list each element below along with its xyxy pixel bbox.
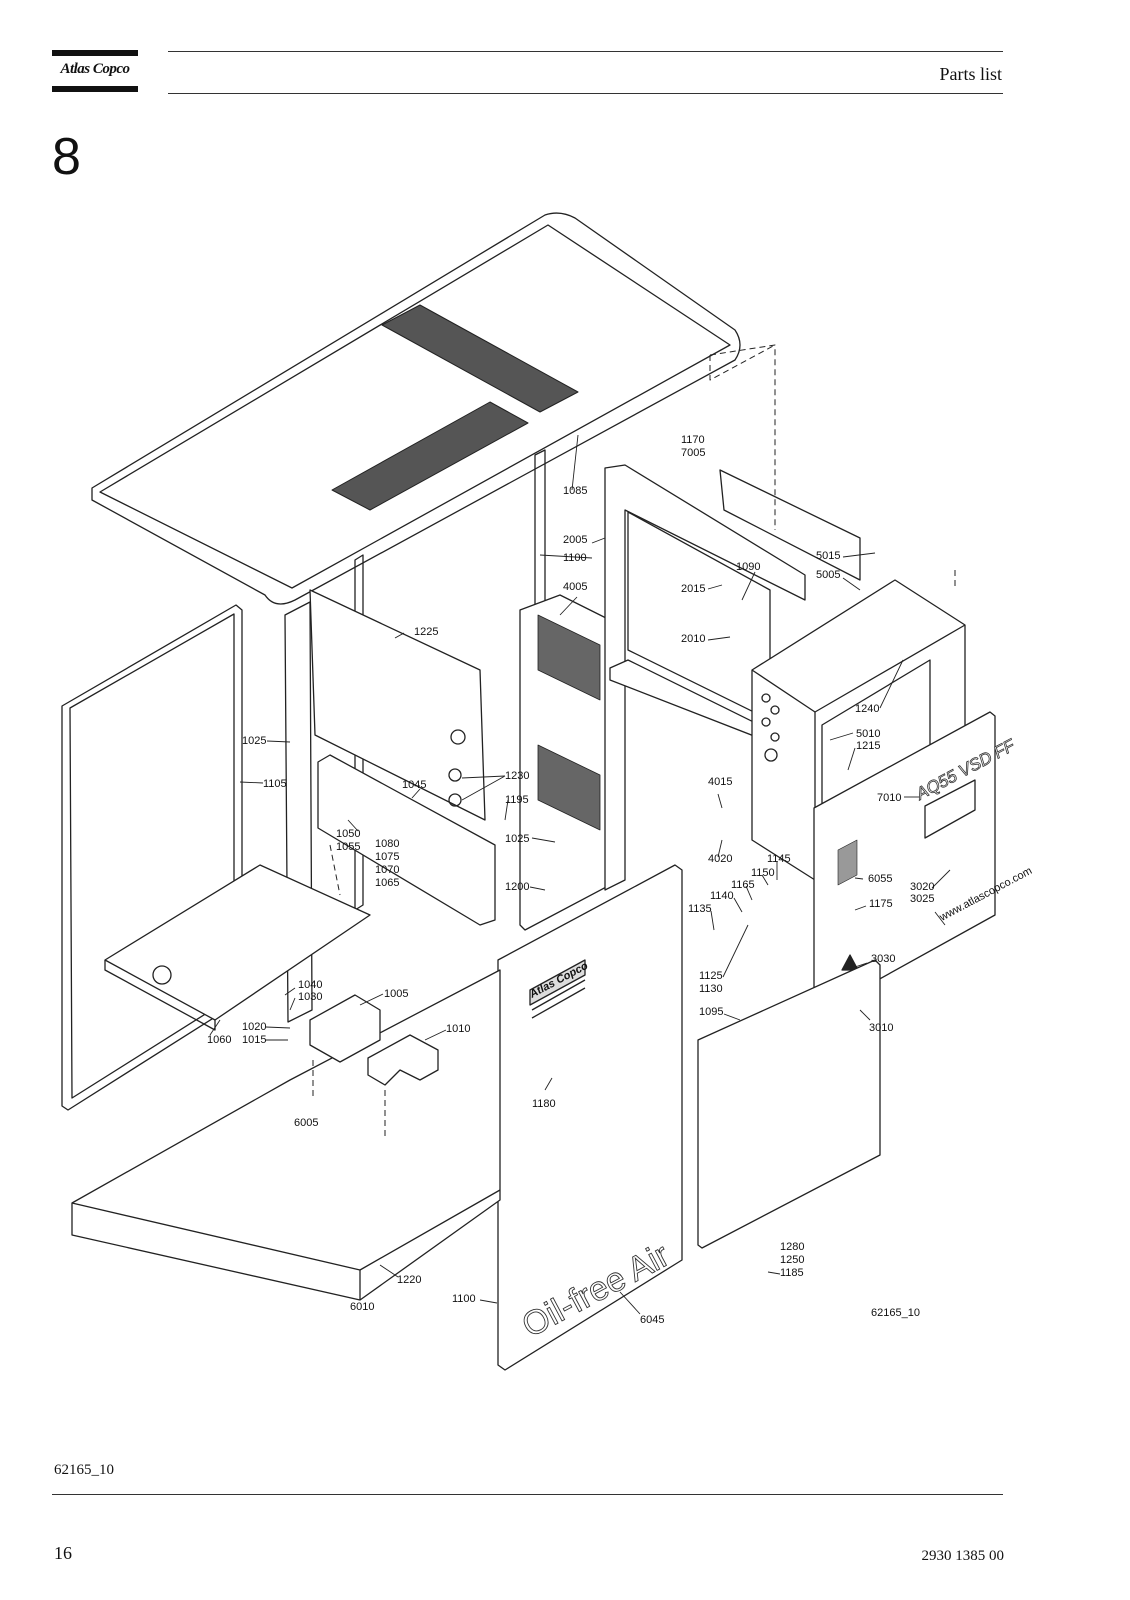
callout-2005: 2005 xyxy=(563,534,587,546)
callout-1040: 1040 xyxy=(298,979,322,991)
callout-5010: 5010 xyxy=(856,728,880,740)
callout-3010: 3010 xyxy=(869,1022,893,1034)
callout-1140: 1140 xyxy=(710,890,734,902)
atlas-copco-logo: Atlas Copco xyxy=(52,50,138,93)
callout-1200: 1200 xyxy=(505,881,529,893)
callout-1125: 1125 xyxy=(699,970,723,982)
callout-1060: 1060 xyxy=(207,1034,231,1046)
callout-1020: 1020 xyxy=(242,1021,266,1033)
callout-1065: 1065 xyxy=(375,877,399,889)
callout-1080: 1080 xyxy=(375,838,399,850)
callout-1195: 1195 xyxy=(505,794,529,806)
callout-3020: 3020 xyxy=(910,881,934,893)
callout-1250: 1250 xyxy=(780,1254,804,1266)
callout-1175: 1175 xyxy=(869,898,893,910)
callout-1135: 1135 xyxy=(688,903,712,915)
page-number: 16 xyxy=(54,1543,72,1563)
callout-6045: 6045 xyxy=(640,1314,664,1326)
figure-caption: 62165_10 xyxy=(54,1462,114,1478)
drawing-id-label: 62165_10 xyxy=(871,1307,920,1319)
callout-1100a: 1100 xyxy=(563,552,587,564)
callout-3030: 3030 xyxy=(871,953,895,965)
callout-5005: 5005 xyxy=(816,569,840,581)
footer-rule xyxy=(52,1494,1003,1495)
bracket-1005 xyxy=(309,994,381,1063)
callout-4015: 4015 xyxy=(708,776,732,788)
callout-7010: 7010 xyxy=(877,792,901,804)
callout-1070: 1070 xyxy=(375,864,399,876)
callout-1280: 1280 xyxy=(780,1241,804,1253)
callout-1015: 1015 xyxy=(242,1034,266,1046)
callout-1045: 1045 xyxy=(402,779,426,791)
callout-1215: 1215 xyxy=(856,740,880,752)
callout-1185: 1185 xyxy=(780,1267,804,1279)
callout-1055: 1055 xyxy=(336,841,360,853)
callout-2010: 2010 xyxy=(681,633,705,645)
document-number: 2930 1385 00 xyxy=(921,1548,1005,1564)
callout-1165: 1165 xyxy=(731,879,755,891)
callout-1105: 1105 xyxy=(263,778,287,790)
vent-grille-upper xyxy=(331,304,579,511)
callout-1085: 1085 xyxy=(563,485,587,497)
callout-1100b: 1100 xyxy=(452,1293,476,1305)
callout-2015: 2015 xyxy=(681,583,705,595)
callout-4020: 4020 xyxy=(708,853,732,865)
callout-6055: 6055 xyxy=(868,873,892,885)
callout-1075: 1075 xyxy=(375,851,399,863)
bracket-1010 xyxy=(367,1034,439,1086)
callout-1145: 1145 xyxy=(767,853,791,865)
shelf-plate xyxy=(104,864,371,1021)
callout-4005: 4005 xyxy=(563,581,587,593)
callout-1005: 1005 xyxy=(384,988,408,1000)
callout-1095: 1095 xyxy=(699,1006,723,1018)
section-number: 8 xyxy=(52,128,81,186)
callout-1130: 1130 xyxy=(699,983,723,995)
callout-1150: 1150 xyxy=(751,867,775,879)
callout-3025: 3025 xyxy=(910,893,934,905)
callout-1030: 1030 xyxy=(298,991,322,1003)
callout-1170: 1170 xyxy=(681,434,705,446)
logo-text: Atlas Copco xyxy=(60,61,130,77)
frame-2005 xyxy=(604,464,806,891)
callout-1240: 1240 xyxy=(855,703,879,715)
callout-6005: 6005 xyxy=(294,1117,318,1129)
callout-6010: 6010 xyxy=(350,1301,374,1313)
callout-1220: 1220 xyxy=(397,1274,421,1286)
header-title: Parts list xyxy=(939,64,1002,84)
callout-1050: 1050 xyxy=(336,828,360,840)
header-rule-bottom xyxy=(168,93,1003,94)
header-rule-top xyxy=(168,51,1003,52)
callout-5015: 5015 xyxy=(816,550,840,562)
callout-1230: 1230 xyxy=(505,770,529,782)
callout-labels: 1170 7005 1085 2005 1100 4005 2015 1090 … xyxy=(207,434,934,1326)
callout-1025a: 1025 xyxy=(242,735,266,747)
rear-panel xyxy=(309,589,486,821)
callout-1010: 1010 xyxy=(446,1023,470,1035)
bracket-1045 xyxy=(317,754,496,926)
right-lower-panel xyxy=(697,959,881,1249)
callout-7005: 7005 xyxy=(681,447,705,459)
top-cover xyxy=(91,212,741,605)
callout-1090: 1090 xyxy=(736,561,760,573)
callout-1025b: 1025 xyxy=(505,833,529,845)
callout-1225: 1225 xyxy=(414,626,438,638)
callout-1180: 1180 xyxy=(532,1098,556,1110)
